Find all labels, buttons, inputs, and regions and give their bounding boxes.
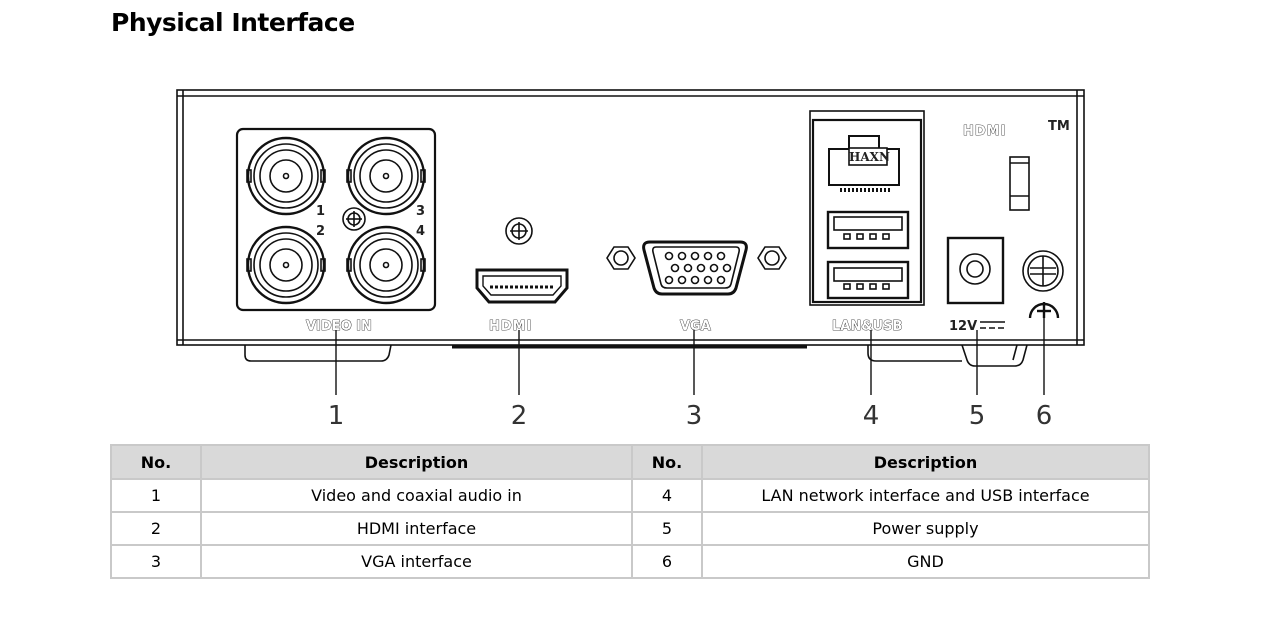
bnc-number-3: 3 bbox=[416, 204, 425, 219]
cell-description: GND bbox=[701, 544, 1150, 579]
screw-icon bbox=[505, 217, 533, 245]
cell-description: Power supply bbox=[701, 511, 1150, 546]
interface-table: No. Description No. Description 1 Video … bbox=[110, 444, 1150, 579]
section-title: Physical Interface bbox=[111, 8, 355, 37]
bnc-connector-4 bbox=[346, 225, 426, 305]
rj45-port bbox=[828, 135, 900, 192]
hdmi-label: HDMI bbox=[489, 319, 532, 334]
cell-no: 1 bbox=[110, 478, 202, 513]
bnc-connector-1 bbox=[246, 136, 326, 216]
callout-3: 3 bbox=[686, 401, 703, 431]
bnc-number-2: 2 bbox=[316, 224, 325, 239]
usb-port-2 bbox=[826, 260, 910, 300]
header-no-left: No. bbox=[110, 444, 202, 480]
usb-port-1 bbox=[826, 210, 910, 250]
callout-leaders bbox=[335, 318, 1045, 395]
bnc-connector-2 bbox=[246, 225, 326, 305]
header-description-left: Description bbox=[200, 444, 633, 480]
hdmi-logo-label: HDMI bbox=[963, 124, 1006, 139]
bnc-number-4: 4 bbox=[416, 224, 425, 239]
cell-description: LAN network interface and USB interface bbox=[701, 478, 1150, 513]
hdmi-switch bbox=[1009, 156, 1030, 211]
table-row: 2 HDMI interface 5 Power supply bbox=[110, 511, 1150, 546]
callout-4: 4 bbox=[863, 401, 880, 431]
screw-icon bbox=[342, 207, 366, 231]
bnc-number-1: 1 bbox=[316, 204, 325, 219]
bnc-connector-3 bbox=[346, 136, 426, 216]
rear-panel-diagram: HAXN 1 2 3 4 VIDEO IN HDMI VGA LAN&USB 1… bbox=[176, 89, 1085, 431]
cell-no: 4 bbox=[631, 478, 703, 513]
vga-port bbox=[606, 240, 787, 296]
callout-2: 2 bbox=[511, 401, 528, 431]
header-description-right: Description bbox=[701, 444, 1150, 480]
cell-description: VGA interface bbox=[200, 544, 633, 579]
lan-usb-ports bbox=[809, 110, 925, 306]
callout-1: 1 bbox=[328, 401, 345, 431]
gnd-terminal bbox=[1022, 250, 1064, 319]
power-port bbox=[946, 236, 1005, 305]
vga-pins bbox=[664, 251, 732, 285]
cell-no: 6 bbox=[631, 544, 703, 579]
hdmi-tm-label: TM bbox=[1048, 119, 1070, 134]
dc-symbol-icon bbox=[980, 321, 1005, 329]
video-in-ports bbox=[235, 127, 437, 312]
table-row: 1 Video and coaxial audio in 4 LAN netwo… bbox=[110, 478, 1150, 513]
chassis-outline bbox=[176, 89, 1085, 367]
table-header-row: No. Description No. Description bbox=[110, 444, 1150, 480]
cell-description: HDMI interface bbox=[200, 511, 633, 546]
lan-usb-label: LAN&USB bbox=[832, 319, 902, 334]
cell-no: 5 bbox=[631, 511, 703, 546]
cell-no: 2 bbox=[110, 511, 202, 546]
ground-icon bbox=[1028, 302, 1060, 319]
power-voltage-label: 12V bbox=[949, 319, 977, 334]
table-row: 3 VGA interface 6 GND bbox=[110, 544, 1150, 579]
cell-description: Video and coaxial audio in bbox=[200, 478, 633, 513]
video-in-label: VIDEO IN bbox=[306, 319, 372, 334]
callout-5: 5 bbox=[969, 401, 986, 431]
rj45-brand-label: HAXN bbox=[849, 150, 890, 164]
header-no-right: No. bbox=[631, 444, 703, 480]
cell-no: 3 bbox=[110, 544, 202, 579]
hdmi-port bbox=[475, 217, 569, 304]
callout-6: 6 bbox=[1036, 401, 1053, 431]
vga-label: VGA bbox=[680, 319, 711, 334]
